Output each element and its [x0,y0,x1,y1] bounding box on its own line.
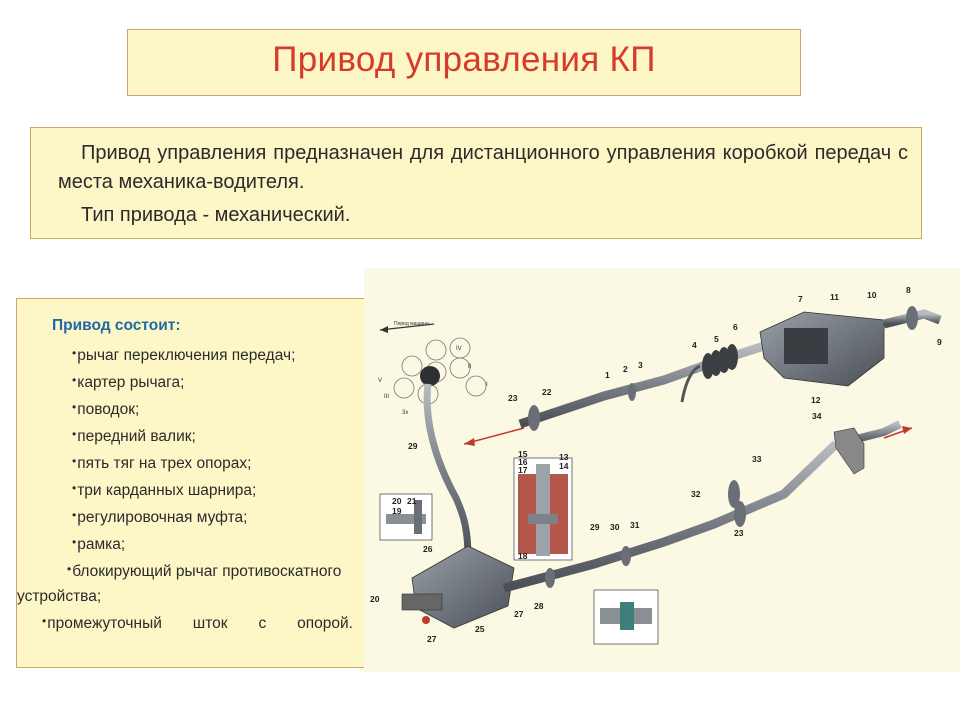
upper-rod [518,341,766,431]
callout-6: 6 [733,322,738,332]
callout-34: 34 [812,411,822,421]
svg-text:V: V [378,378,382,384]
svg-text:IV: IV [456,346,462,352]
list-item: •передний валик; [72,427,196,445]
list-item: •картер рычага; [72,373,185,391]
callout-26: 26 [423,544,433,554]
bullet-icon: • [72,481,77,495]
callout-16: 16 [518,457,528,467]
page-title: Привод управления КП [272,40,656,79]
bullet-icon: • [72,508,77,522]
description-paragraph-1: Привод управления предназначен для диста… [58,142,908,193]
shift-lever [420,366,472,559]
callout-29b: 29 [590,522,600,532]
callout-5: 5 [714,334,719,344]
callout-32: 32 [691,489,701,499]
callout-24: 20 [370,594,380,604]
description-box: Привод управления предназначен для диста… [30,127,922,239]
front-arrow-label: Перед машины [394,321,430,327]
inset-joint [593,589,659,645]
lower-rod [502,420,902,593]
callout-2: 2 [623,364,628,374]
callout-7: 7 [798,294,803,304]
callout-1: 1 [605,370,610,380]
callout-15: 15 [518,449,528,459]
callout-labels: 1 2 3 4 5 6 7 8 9 10 11 12 13 14 15 16 1… [370,285,942,644]
callout-18: 18 [518,551,528,561]
callout-28: 28 [534,601,544,611]
lever-housing [401,545,515,629]
bullet-icon: • [42,614,47,628]
callout-25: 25 [475,624,485,634]
callout-20: 20 [392,496,402,506]
svg-text:II: II [468,364,472,370]
composition-heading: Привод состоит: [52,317,181,334]
list-item: •промежуточный шток с опорой. [42,614,353,632]
composition-box: Привод состоит: •рычаг переключения пере… [16,298,368,668]
callout-17: 17 [518,465,528,475]
gearbox-control-diagram: Перед машины IV II V I III 3х [364,268,960,672]
callout-30: 30 [610,522,620,532]
svg-text:III: III [384,394,389,400]
gearbox-body [759,306,942,387]
callout-4: 4 [692,340,697,350]
callout-33: 33 [752,454,762,464]
callout-12: 12 [811,395,821,405]
callout-9: 9 [937,337,942,347]
callout-19: 19 [392,506,402,516]
bullet-icon: • [72,400,77,414]
callout-13: 13 [559,452,569,462]
bullet-icon: • [72,427,77,441]
callout-10: 10 [867,290,877,300]
bullet-icon: • [72,373,77,387]
callout-23: 23 [508,393,518,403]
svg-text:I: I [486,382,488,388]
bullet-icon: • [72,346,77,360]
inset-cutaway [513,457,573,561]
callout-22: 22 [542,387,552,397]
bullet-icon: • [67,562,72,576]
list-item: •три карданных шарнира; [72,481,257,499]
svg-text:3х: 3х [402,410,408,416]
direction-arrows [463,426,913,446]
diagram-drawing: Перед машины IV II V I III 3х [370,285,942,645]
callout-27: 27 [427,634,437,644]
callout-3: 3 [638,360,643,370]
callout-14: 14 [559,461,569,471]
callout-27b: 27 [514,609,524,619]
inset-detail-19-20 [379,493,433,541]
list-item: •рычаг переключения передач; [72,346,296,364]
bullet-icon: • [72,535,77,549]
list-item: •блокирующий рычаг противоскатного устро… [17,562,342,605]
callout-23b: 23 [734,528,744,538]
callout-21: 21 [407,496,417,506]
list-item: •пять тяг на трех опорах; [72,454,252,472]
list-item: •поводок; [72,400,140,418]
list-item: •регулировочная муфта; [72,508,248,526]
description-paragraph-2: Тип привода - механический. [81,204,351,226]
bullet-icon: • [72,454,77,468]
callout-11: 11 [830,292,839,302]
list-item: •рамка; [72,535,126,553]
title-box: Привод управления КП [127,29,801,96]
callout-8: 8 [906,285,911,295]
callout-31: 31 [630,520,640,530]
callout-29: 29 [408,441,418,451]
